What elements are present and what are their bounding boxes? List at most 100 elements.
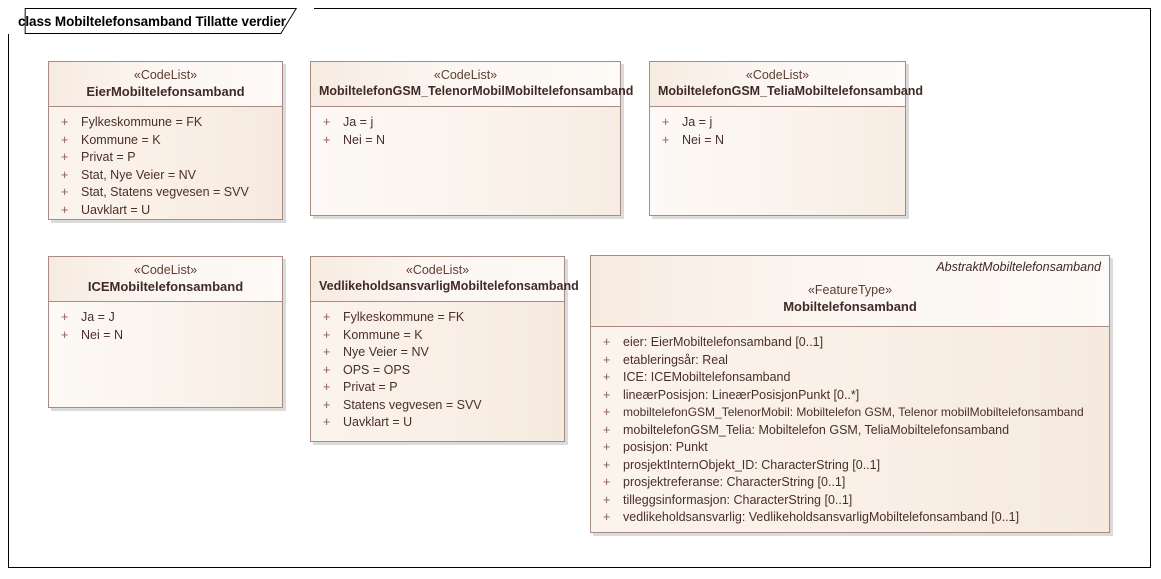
visibility-marker: +: [323, 380, 331, 394]
visibility-marker: +: [323, 327, 331, 342]
attribute-row: + prosjektreferanse: CharacterString [0.…: [597, 474, 1103, 492]
class-stereotype: «CodeList»: [133, 68, 198, 82]
class-header: «CodeList» MobiltelefonGSM_TelenorMobilM…: [311, 62, 634, 107]
attribute-text: Ja = j: [343, 115, 374, 129]
visibility-marker: +: [603, 352, 611, 367]
attribute-row: + Ja = j: [656, 114, 899, 132]
attribute-row: + Ja = j: [317, 114, 614, 132]
attribute-text: Fylkeskommune = FK: [81, 115, 203, 129]
attribute-text: Uavklart = U: [81, 202, 151, 217]
attribute-text: posisjon: Punkt: [623, 440, 708, 454]
attribute-row: + tilleggsinformasjon: CharacterString […: [597, 492, 1103, 510]
class-stereotype: «CodeList»: [133, 263, 198, 277]
attribute-text: Ja = j: [682, 115, 713, 129]
class-attributes: + Fylkeskommune = FK + Kommune = K + Pri…: [49, 107, 282, 219]
visibility-marker: +: [603, 457, 611, 472]
attribute-text: Kommune = K: [81, 132, 161, 147]
attribute-row: + Privat = P: [55, 149, 276, 167]
class-attributes: + Ja = j + Nei = N: [650, 107, 905, 215]
visibility-marker: +: [323, 115, 331, 129]
class-qualifier: AbstraktMobiltelefonsamband: [936, 260, 1101, 274]
attribute-text: Nye Veier = NV: [343, 345, 429, 359]
class-attributes: + Fylkeskommune = FK + Kommune = K + Nye…: [311, 302, 564, 441]
attribute-row: + lineærPosisjon: LineærPosisjonPunkt [0…: [597, 387, 1103, 405]
attribute-row: + Statens vegvesen = SVV: [317, 397, 558, 415]
attribute-row: + Nye Veier = NV: [317, 344, 558, 362]
attribute-row: + Ja = J: [55, 309, 276, 327]
attribute-row: + Kommune = K: [55, 132, 276, 150]
class-name: VedlikeholdsansvarligMobiltelefonsamband: [319, 279, 579, 293]
class-attributes: + Ja = J + Nei = N: [49, 302, 282, 407]
uml-class-mobiltelefongsm-telenormobil[interactable]: «CodeList» MobiltelefonGSM_TelenorMobilM…: [310, 61, 634, 216]
attribute-row: + Kommune = K: [317, 327, 558, 345]
visibility-marker: +: [323, 345, 331, 359]
attribute-text: mobiltelefonGSM_Telia: Mobiltelefon GSM,…: [623, 422, 1010, 437]
visibility-marker: +: [603, 440, 611, 454]
visibility-marker: +: [61, 310, 69, 324]
attribute-text: Nei = N: [682, 132, 725, 147]
attribute-text: prosjektInternObjekt_ID: CharacterString…: [623, 457, 881, 472]
attribute-text: Privat = P: [81, 150, 136, 164]
attribute-text: etableringsår: Real: [623, 352, 728, 367]
class-stereotype: «CodeList»: [405, 263, 470, 277]
class-header: «CodeList» EierMobiltelefonsamband: [49, 62, 282, 107]
class-stereotype: «CodeList»: [745, 68, 810, 82]
attribute-row: + Fylkeskommune = FK: [55, 114, 276, 132]
attribute-text: Stat, Statens vegvesen = SVV: [81, 185, 249, 199]
attribute-row: + Stat, Statens vegvesen = SVV: [55, 184, 276, 202]
attribute-row: + Nei = N: [55, 327, 276, 345]
visibility-marker: +: [61, 167, 69, 182]
attribute-row: + Nei = N: [317, 132, 614, 150]
visibility-marker: +: [323, 397, 331, 412]
attribute-row: + prosjektInternObjekt_ID: CharacterStri…: [597, 457, 1103, 475]
visibility-marker: +: [323, 362, 331, 377]
attribute-text: Uavklart = U: [343, 415, 413, 429]
visibility-marker: +: [662, 115, 670, 129]
attribute-text: Nei = N: [343, 132, 386, 147]
attribute-text: tilleggsinformasjon: CharacterString [0.…: [623, 492, 853, 507]
visibility-marker: +: [61, 327, 69, 342]
uml-class-ice-mobiltelefonsamband[interactable]: «CodeList» ICEMobiltelefonsamband + Ja =…: [48, 256, 283, 408]
attribute-row: + Nei = N: [656, 132, 899, 150]
attribute-row: + mobiltelefonGSM_TelenorMobil: Mobiltel…: [597, 404, 1103, 422]
attribute-row: + mobiltelefonGSM_Telia: Mobiltelefon GS…: [597, 422, 1103, 440]
visibility-marker: +: [603, 387, 611, 402]
class-header: «CodeList» MobiltelefonGSM_TeliaMobiltel…: [650, 62, 923, 107]
diagram-title-tab: class Mobiltelefonsamband Tillatte verdi…: [8, 8, 314, 34]
attribute-text: Nei = N: [81, 327, 124, 342]
attribute-text: Privat = P: [343, 380, 398, 394]
attribute-row: + Privat = P: [317, 379, 558, 397]
attribute-text: mobiltelefonGSM_TelenorMobil: Mobiltelef…: [623, 405, 1084, 419]
attribute-text: prosjektreferanse: CharacterString [0..1…: [623, 475, 846, 489]
attribute-text: Fylkeskommune = FK: [343, 310, 465, 324]
class-name: EierMobiltelefonsamband: [86, 84, 245, 99]
attribute-text: lineærPosisjon: LineærPosisjonPunkt [0..…: [623, 387, 860, 402]
attribute-row: + Stat, Nye Veier = NV: [55, 167, 276, 185]
title-tab-outline: [24, 8, 298, 34]
visibility-marker: +: [603, 370, 611, 384]
class-name: ICEMobiltelefonsamband: [87, 279, 244, 294]
attribute-text: eier: EierMobiltelefonsamband [0..1]: [623, 335, 824, 349]
attribute-row: + eier: EierMobiltelefonsamband [0..1]: [597, 334, 1103, 352]
uml-class-vedlikeholdsansvarlig-mobiltelefonsamband[interactable]: «CodeList» VedlikeholdsansvarligMobiltel…: [310, 256, 579, 442]
class-name: MobiltelefonGSM_TelenorMobilMobiltelefon…: [319, 84, 634, 98]
visibility-marker: +: [61, 132, 69, 147]
attribute-row: + posisjon: Punkt: [597, 439, 1103, 457]
uml-class-mobiltelefonsamband[interactable]: AbstraktMobiltelefonsamband «FeatureType…: [590, 255, 1110, 533]
attribute-text: vedlikeholdsansvarlig: Vedlikeholdsansva…: [623, 510, 1020, 524]
attribute-text: Statens vegvesen = SVV: [343, 397, 482, 412]
visibility-marker: +: [323, 310, 331, 324]
attribute-text: Stat, Nye Veier = NV: [81, 167, 196, 182]
attribute-text: OPS = OPS: [343, 362, 411, 377]
attribute-text: ICE: ICEMobiltelefonsamband: [623, 370, 791, 384]
class-header: «CodeList» VedlikeholdsansvarligMobiltel…: [311, 257, 579, 302]
uml-class-eier-mobiltelefonsamband[interactable]: «CodeList» EierMobiltelefonsamband + Fyl…: [48, 61, 283, 220]
visibility-marker: +: [603, 335, 611, 349]
class-header: AbstraktMobiltelefonsamband «FeatureType…: [591, 256, 1109, 327]
uml-class-mobiltelefongsm-telia[interactable]: «CodeList» MobiltelefonGSM_TeliaMobiltel…: [649, 61, 923, 216]
class-stereotype: «CodeList»: [433, 68, 498, 82]
class-attributes: + Ja = j + Nei = N: [311, 107, 620, 215]
visibility-marker: +: [603, 475, 611, 489]
visibility-marker: +: [662, 132, 670, 147]
class-name: Mobiltelefonsamband: [783, 299, 917, 314]
